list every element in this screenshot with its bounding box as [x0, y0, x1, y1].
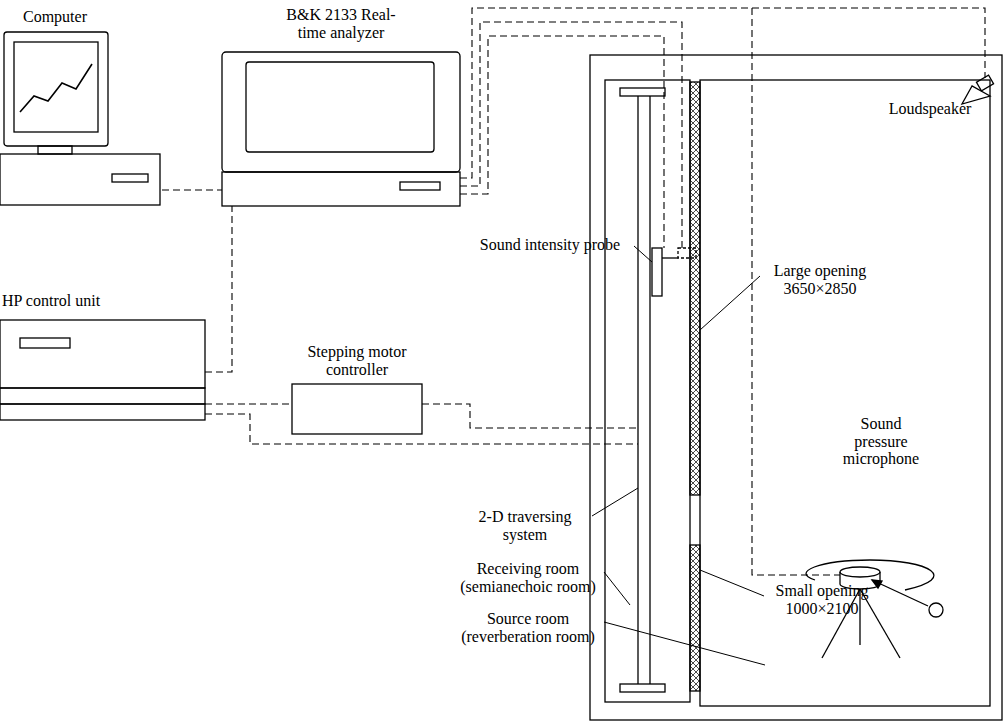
computer-box: Computer [0, 8, 162, 206]
loudspeaker-figure [962, 75, 994, 104]
signal-wire [205, 8, 985, 575]
leader-line [592, 246, 765, 665]
device-label: Loudspeaker [880, 100, 980, 118]
analyzer-figure [222, 52, 460, 206]
controller-box: Stepping motor controller [292, 343, 422, 435]
analyzer-box: B&K 2133 Real-time analyzer [222, 6, 460, 206]
small-opening [690, 545, 700, 691]
device-label: 2-D traversing system [458, 508, 592, 543]
computer-figure [0, 32, 160, 205]
opening-label: Large opening 3650×2850 [764, 262, 876, 297]
device-name: Computer [0, 8, 110, 26]
device-label: Sound pressure microphone [836, 415, 926, 468]
device-name: Stepping motor controller [302, 343, 412, 378]
opening-label: Small opening 1000×2100 [766, 582, 878, 617]
device-label: Sound intensity probe [468, 236, 632, 254]
signal-wire [162, 189, 222, 190]
probe-figure [652, 248, 696, 296]
control-unit-box: HP control unit [0, 292, 205, 420]
room-label: Source room (reverberation room) [452, 610, 604, 645]
device-name: HP control unit [2, 292, 122, 310]
large-opening [690, 82, 700, 495]
room-label: Receiving room (semianechoic room) [452, 560, 604, 595]
device-name: B&K 2133 Real-time analyzer [276, 6, 406, 41]
room-figure [590, 55, 1002, 720]
controller-figure [292, 384, 422, 434]
signal-wire [205, 403, 292, 404]
hp-unit-figure [0, 320, 205, 420]
signal-wire [205, 206, 232, 372]
